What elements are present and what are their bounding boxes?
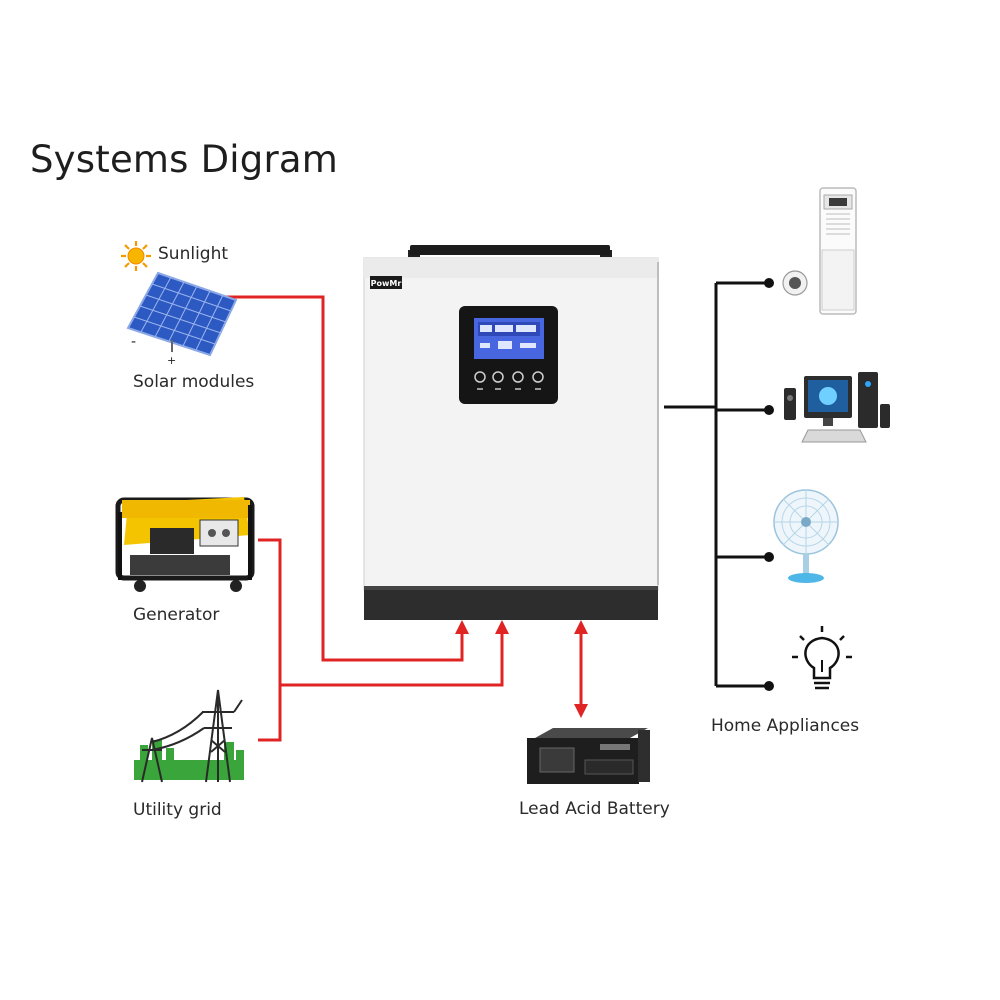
desktop-computer-icon [784,372,890,443]
panel-button [512,371,524,383]
load-lines [664,281,766,688]
label-sunlight: Sunlight [158,244,228,264]
label-generator: Generator [133,605,219,625]
generator-line [258,538,282,742]
power-tower-icon [134,689,244,783]
sun-icon [121,241,151,271]
panel-minus-sign: - [131,334,136,350]
inverter-brand: PowMr [371,279,402,288]
label-home-appliances: Home Appliances [711,716,859,736]
grid-feed-line [280,630,504,687]
plug-icons [764,278,774,691]
battery-icon [527,728,650,784]
battery-up-arrow [574,620,588,634]
diagram-title: Systems Digram [30,138,338,181]
inverter [363,245,659,620]
solar-arrow [455,620,469,634]
solar-line [225,295,464,662]
inverter-base [364,586,658,620]
generator-icon [115,497,255,592]
label-lead-acid-battery: Lead Acid Battery [519,799,670,819]
light-bulb-icon [792,626,852,690]
panel-button [492,371,504,383]
plug-icon [764,278,774,288]
power-arrows [455,620,588,718]
brand-badge [370,276,402,289]
air-conditioner-icon [782,187,857,315]
grid-arrow [495,620,509,634]
plug-icon [764,552,774,562]
plug-icon [764,681,774,691]
plug-icon [764,405,774,415]
panel-plus-sign: + [167,354,176,367]
panel-button [474,371,486,383]
label-solar-modules: Solar modules [133,372,254,392]
battery-down-arrow [574,704,588,718]
solar-panel-icon [126,271,238,357]
label-utility-grid: Utility grid [133,800,222,820]
panel-button [532,371,544,383]
power-lines [225,295,583,742]
fan-icon [773,489,839,583]
